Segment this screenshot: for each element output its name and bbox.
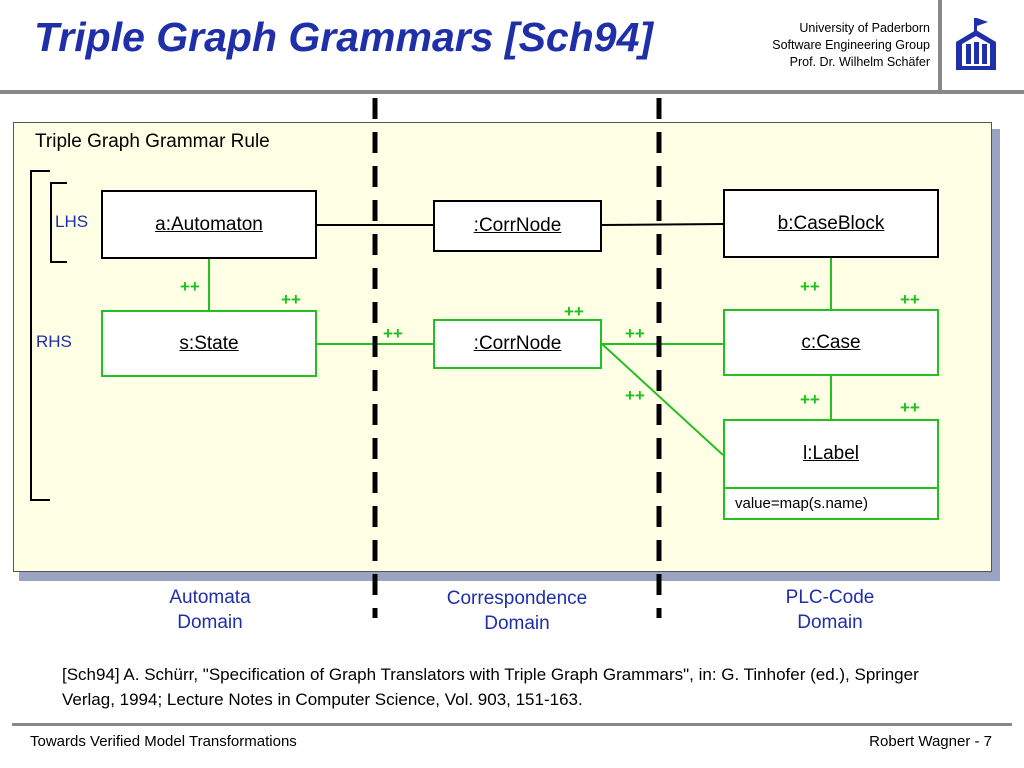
- edge-corr-label: [601, 343, 724, 456]
- footer-author-page: Robert Wagner - 7: [869, 733, 992, 750]
- create-marker: ++: [900, 290, 920, 309]
- domain-correspondence-line1: Correspondence: [446, 588, 588, 609]
- rhs-bracket: [30, 170, 50, 501]
- footer-title: Towards Verified Model Transformations: [30, 733, 297, 750]
- header-divider-vertical: [938, 0, 942, 92]
- university-logo-icon: [956, 18, 996, 70]
- node-corr-top: :CorrNode: [433, 200, 602, 252]
- citation: [Sch94] A. Schürr, "Specification of Gra…: [62, 665, 919, 709]
- footer-divider: [12, 723, 1012, 726]
- header-divider-horizontal: [0, 90, 1024, 94]
- node-label: l:Label: [723, 419, 939, 489]
- create-marker: ++: [800, 390, 820, 409]
- affiliation-professor: Prof. Dr. Wilhelm Schäfer: [789, 55, 930, 69]
- node-automaton-prefix: a: [155, 213, 166, 235]
- node-caseblock: b:CaseBlock: [723, 189, 939, 258]
- domain-automata: Automata Domain: [130, 585, 290, 635]
- domain-plc-line1: PLC-Code: [785, 587, 875, 608]
- affiliation-group: Software Engineering Group: [772, 38, 930, 52]
- create-marker: ++: [800, 277, 820, 296]
- affiliation-university: University of Paderborn: [799, 21, 930, 35]
- edge-corr-caseblock: [601, 223, 724, 226]
- domain-correspondence: Correspondence Domain: [417, 586, 617, 636]
- slide-title: Triple Graph Grammars [Sch94]: [34, 14, 654, 60]
- lhs-bracket: [50, 182, 67, 263]
- rhs-label: RHS: [36, 332, 72, 351]
- node-label-attribute: value=map(s.name): [723, 489, 939, 520]
- create-marker: ++: [625, 386, 645, 405]
- create-marker: ++: [900, 398, 920, 417]
- domain-plc: PLC-Code Domain: [750, 585, 910, 635]
- create-marker: ++: [281, 290, 301, 309]
- domain-correspondence-line2: Domain: [484, 613, 550, 634]
- node-case: c:Case: [723, 309, 939, 376]
- node-automaton: a:Automaton: [101, 190, 317, 259]
- create-marker: ++: [180, 277, 200, 296]
- node-automaton-label: :Automaton: [165, 213, 263, 235]
- node-corr-bottom: :CorrNode: [433, 319, 602, 369]
- create-marker: ++: [625, 324, 645, 343]
- lhs-label: LHS: [55, 212, 89, 231]
- rule-title: Triple Graph Grammar Rule: [35, 131, 270, 152]
- domain-automata-line1: Automata: [169, 587, 251, 608]
- create-marker: ++: [383, 324, 403, 343]
- node-state: s:State: [101, 310, 317, 377]
- affiliation: University of Paderborn Software Enginee…: [772, 20, 930, 71]
- domain-automata-line2: Domain: [177, 612, 243, 633]
- domain-plc-line2: Domain: [797, 612, 863, 633]
- create-marker: ++: [564, 302, 584, 321]
